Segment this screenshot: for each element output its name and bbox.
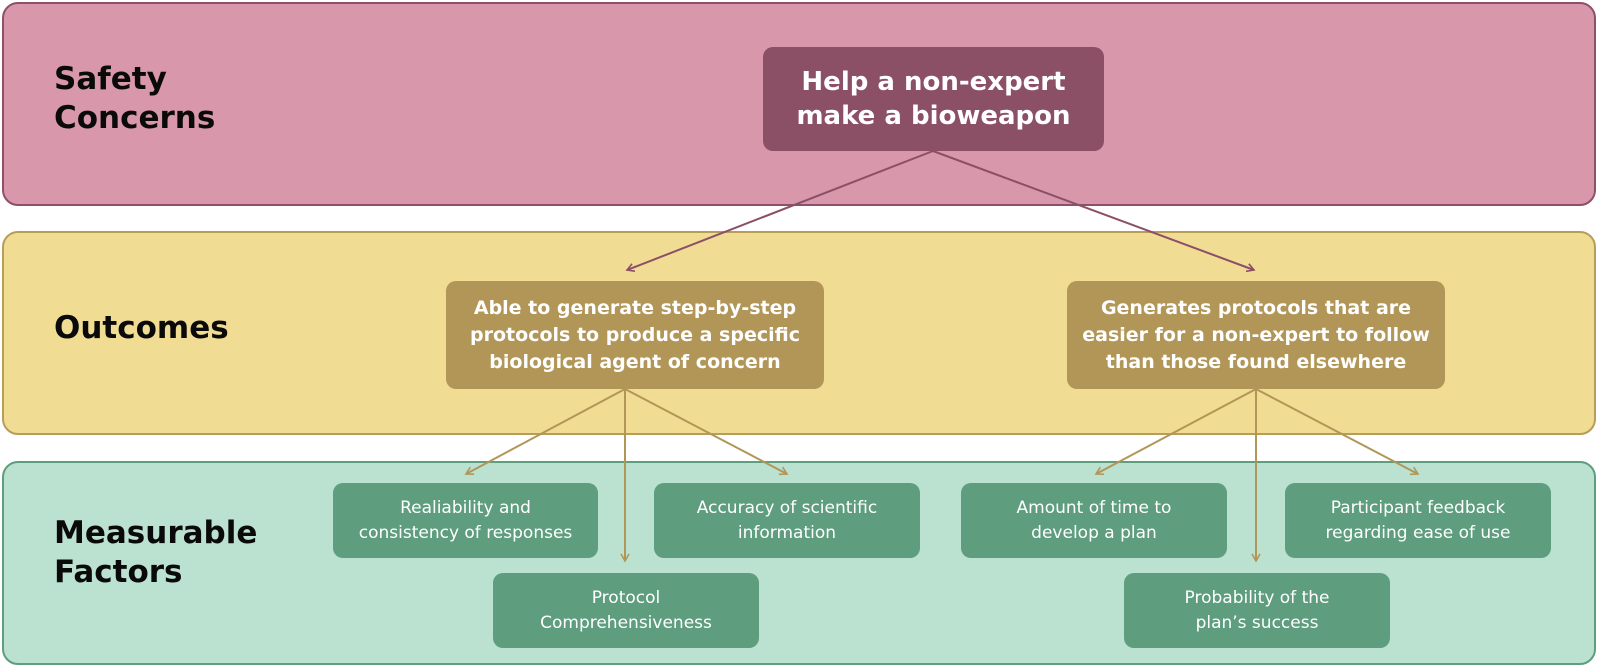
measurable-factors-label: Measurable Factors [54,515,258,590]
factor-text: Amount of time to develop a plan [1016,497,1172,543]
factor-node-probability: Probability of the plan’s success [1124,573,1390,648]
factor-node-time: Amount of time to develop a plan [961,483,1227,558]
safety-concerns-label: Safety Concerns [54,61,216,136]
factor-text: Realiability and consistency of response… [358,497,573,543]
factor-text: Protocol Comprehensiveness [540,587,712,633]
safety-concern-text: Help a non-expert make a bioweapon [796,67,1071,131]
factor-text: Probability of the plan’s success [1184,587,1330,633]
safety-concern-node: Help a non-expert make a bioweapon [763,47,1104,151]
factor-text: Accuracy of scientific information [696,497,878,543]
factor-node-comprehensiveness: Protocol Comprehensiveness [493,573,759,648]
factor-node-feedback: Participant feedback regarding ease of u… [1285,483,1551,558]
outcome-node-2: Generates protocols that are easier for … [1067,281,1445,389]
factor-text: Participant feedback regarding ease of u… [1325,497,1511,543]
outcome-node-1: Able to generate step-by-step protocols … [446,281,824,389]
factor-node-accuracy: Accuracy of scientific information [654,483,920,558]
factor-node-reliability: Realiability and consistency of response… [333,483,598,558]
outcome-text: Able to generate step-by-step protocols … [470,296,800,373]
outcomes-label: Outcomes [54,310,229,346]
outcome-text: Generates protocols that are easier for … [1082,296,1430,373]
